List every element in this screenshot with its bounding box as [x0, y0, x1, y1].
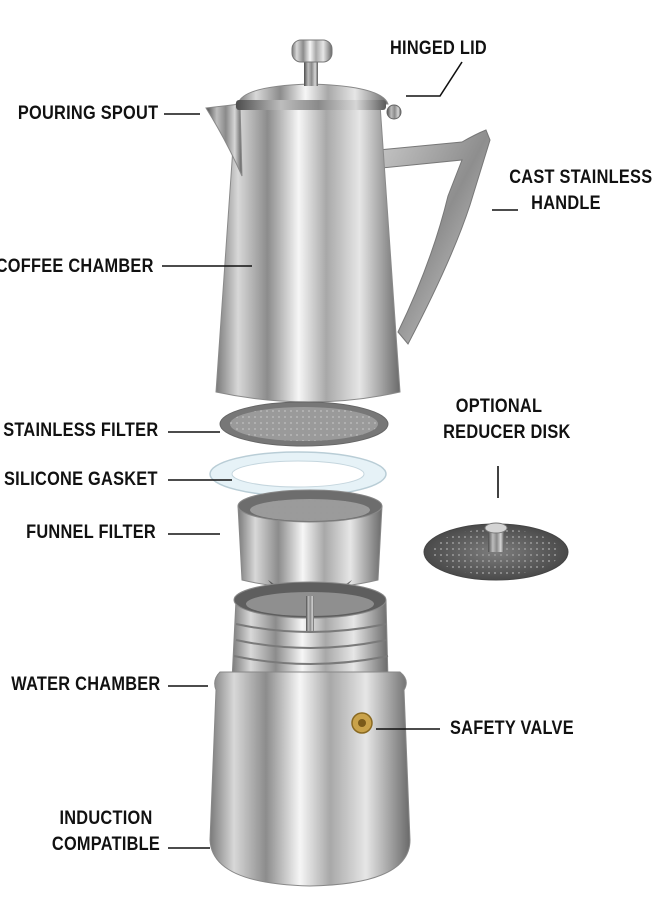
lid-rim	[236, 100, 386, 110]
lid-knob	[291, 39, 333, 63]
cast-stainless-handle-label: CAST STAINLESS HANDLE	[509, 165, 653, 217]
silicone-gasket-label: SILICONE GASKET	[4, 469, 158, 490]
optional-reducer-disk-label-line2: REDUCER DISK	[443, 422, 571, 443]
funnel-filter-label: FUNNEL FILTER	[26, 522, 156, 543]
leader-line-hinged-lid	[406, 61, 463, 97]
pouring-spout-label: POURING SPOUT	[17, 103, 158, 124]
induction-compatible-label: INDUCTION COMPATIBLE	[51, 806, 161, 858]
hinge-icon	[386, 104, 402, 120]
stainless-filter-label: STAINLESS FILTER	[2, 420, 158, 441]
water-chamber-label: WATER CHAMBER	[10, 674, 160, 695]
threads	[233, 623, 389, 665]
induction-compatible-label-line1: INDUCTION	[59, 808, 153, 829]
optional-reducer-disk-part	[423, 522, 569, 581]
stainless-filter-part	[219, 401, 389, 447]
cast-stainless-handle-label-line1: CAST STAINLESS	[509, 167, 653, 188]
induction-compatible-label-line2: COMPATIBLE	[51, 834, 161, 855]
pouring-spout-shape	[205, 103, 243, 177]
hinged-lid-label: HINGED LID	[390, 38, 487, 59]
silicone-gasket-part	[209, 451, 387, 497]
optional-reducer-disk-label-line1: OPTIONAL	[455, 396, 543, 417]
coffee-chamber-part	[205, 39, 491, 403]
optional-reducer-disk-label: OPTIONAL REDUCER DISK	[443, 394, 571, 446]
cast-stainless-handle-shape	[377, 129, 491, 345]
leader-lines	[162, 61, 518, 849]
water-chamber-part	[209, 581, 411, 887]
coffee-chamber-body	[215, 103, 401, 403]
cast-stainless-handle-label-line2: HANDLE	[531, 193, 601, 214]
safety-valve-label: SAFETY VALVE	[450, 718, 574, 739]
coffee-chamber-label: COFFEE CHAMBER	[0, 256, 154, 277]
lid-knob-stem	[304, 58, 318, 86]
